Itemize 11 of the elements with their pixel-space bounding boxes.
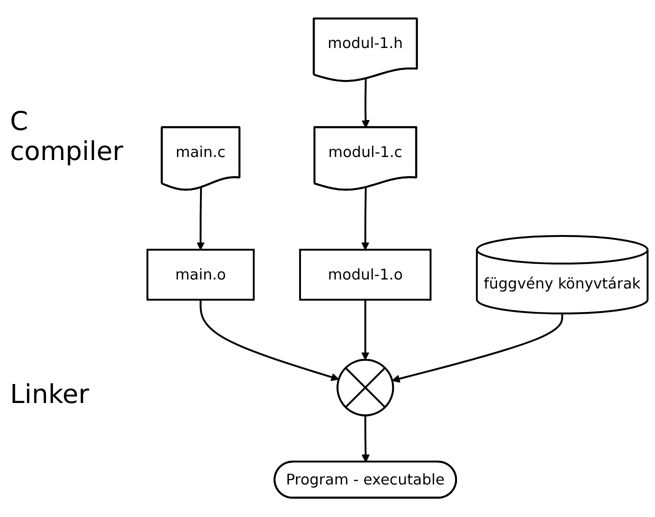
stage-label: Linker [10,380,90,410]
arrow [361,300,370,361]
arrow [392,314,564,384]
arrow [362,79,370,128]
arrow [362,416,370,463]
node-box: modul-1.o [299,249,432,302]
arrow [361,188,370,251]
stage-label: C compiler [10,106,124,167]
arrow [200,300,340,382]
arrow [196,188,205,251]
node-box: main.o [146,249,255,302]
